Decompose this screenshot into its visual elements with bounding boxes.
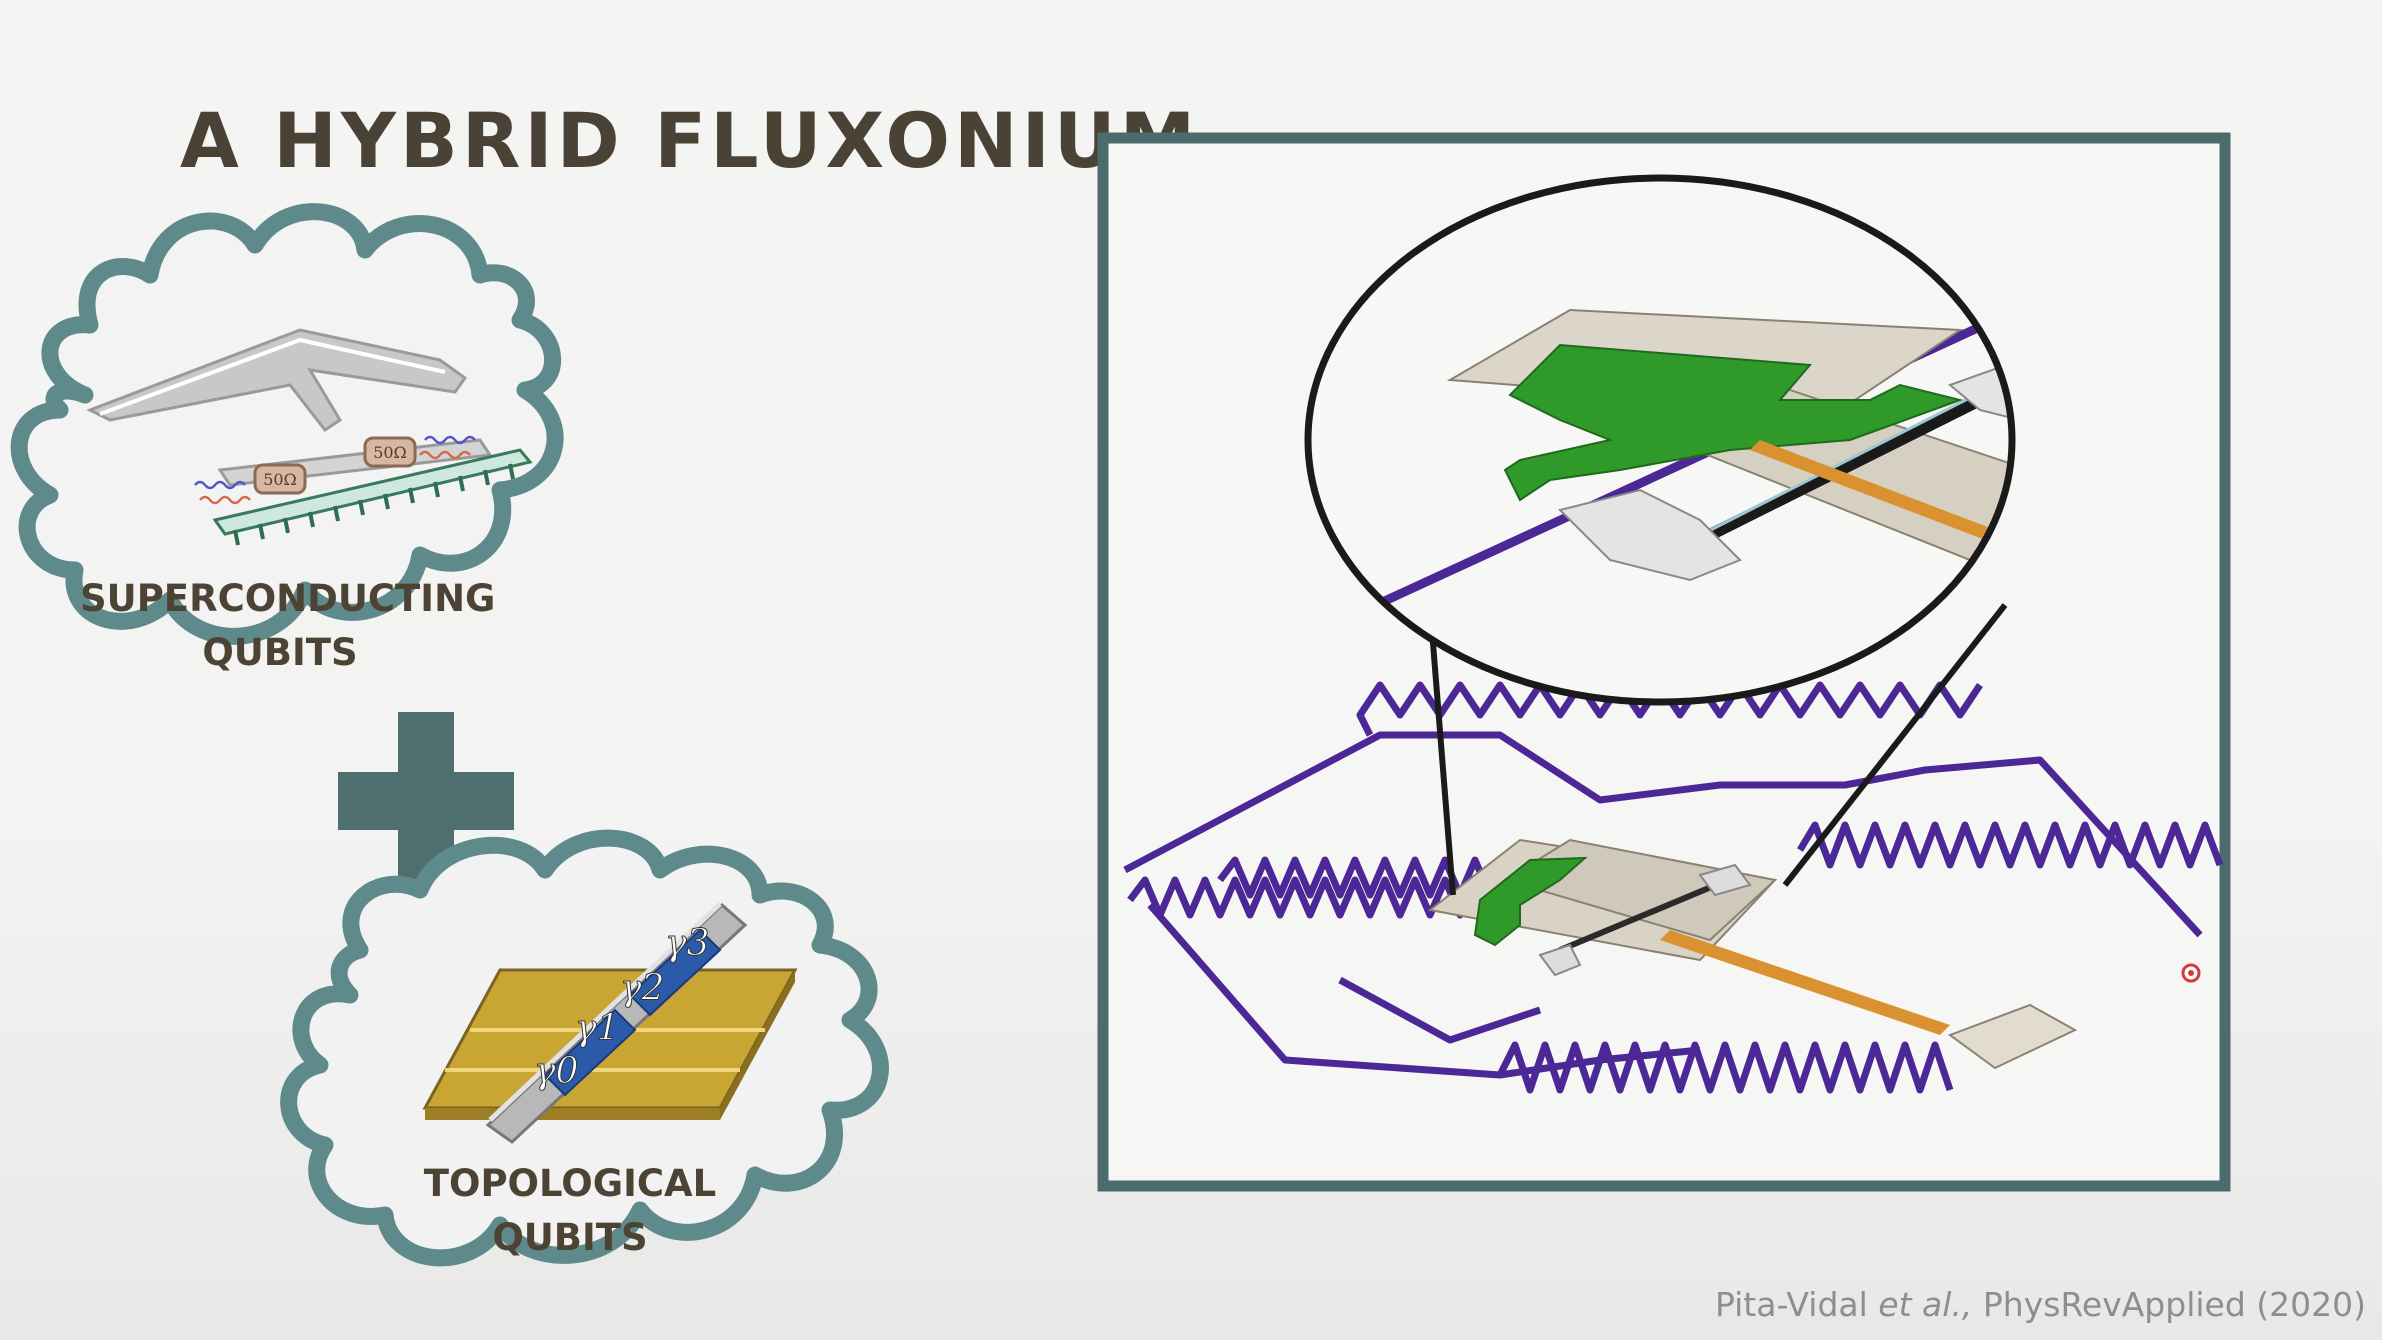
- citation-etal: et al.,: [1878, 1285, 1973, 1324]
- small-device: [1427, 838, 2078, 1070]
- topological-label-line2: QUBITS: [492, 1216, 648, 1259]
- superconducting-label-line1: SUPERCONDUCTING: [80, 577, 496, 620]
- resonator-illustration: 50Ω 50Ω: [86, 328, 533, 546]
- zoom-line-right: [1782, 603, 2008, 887]
- svg-text:50Ω: 50Ω: [263, 470, 297, 489]
- zoom-circle-outline: [1304, 174, 2016, 706]
- citation-authors: Pita-Vidal: [1714, 1285, 1868, 1324]
- slide-title: A HYBRID FLUXONIUM: [180, 96, 1200, 185]
- svg-text:50Ω: 50Ω: [373, 443, 407, 462]
- superconducting-label: SUPERCONDUCTING QUBITS: [80, 572, 496, 680]
- resistor-right: 50Ω: [363, 436, 417, 468]
- cloud-outline-top: [10, 203, 564, 645]
- gamma-2-label: γ2: [620, 968, 664, 1009]
- gamma-0-label: γ0: [534, 1051, 578, 1092]
- topological-label-line1: TOPOLOGICAL: [423, 1162, 717, 1205]
- citation-journal: PhysRevApplied (2020): [1982, 1285, 2366, 1324]
- resistor-left: 50Ω: [253, 463, 307, 495]
- device-figure: [1097, 132, 2231, 1192]
- zoom-inset: [1304, 174, 2016, 706]
- topological-label: TOPOLOGICAL QUBITS: [400, 1157, 740, 1265]
- citation: Pita-Vidal et al., PhysRevApplied (2020): [1715, 1285, 2366, 1324]
- gamma-1-label: γ1: [575, 1008, 619, 1049]
- topological-cloud: γ0 γ1 γ2 γ3: [280, 829, 889, 1267]
- majorana-segment-lower: [543, 1008, 637, 1097]
- superconducting-cloud: 50Ω 50Ω: [10, 203, 564, 645]
- gamma-3-label: γ3: [665, 923, 709, 964]
- superconducting-label-line2: QUBITS: [202, 631, 358, 674]
- majorana-segment-upper: [628, 928, 722, 1017]
- nanowire: [485, 902, 748, 1144]
